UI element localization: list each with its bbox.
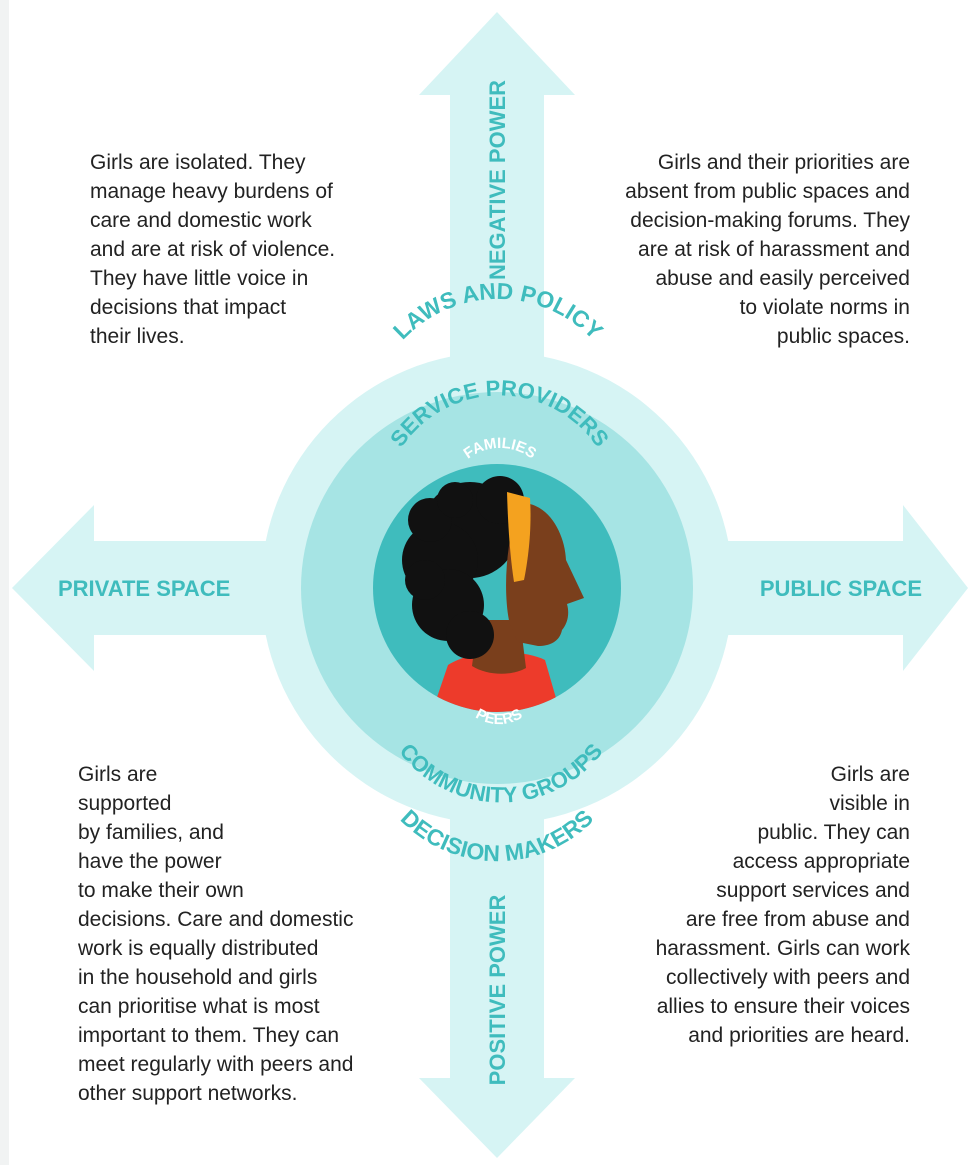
headband xyxy=(507,492,531,582)
axis-label-bottom: POSITIVE POWER xyxy=(485,895,510,1086)
axis-label-left: PRIVATE SPACE xyxy=(58,576,230,601)
quadrant-text-top-right: Girls and their priorities are absent fr… xyxy=(625,151,910,348)
quadrant-text-bottom-right: Girls are visible in public. They can ac… xyxy=(655,763,910,1047)
girl-profile-illustration xyxy=(402,476,584,712)
afro-hair xyxy=(402,476,524,659)
axis-label-top: NEGATIVE POWER xyxy=(485,80,510,280)
axis-label-right: PUBLIC SPACE xyxy=(760,576,922,601)
shirt xyxy=(432,652,560,712)
left-margin-strip xyxy=(0,0,9,1165)
quadrant-text-top-left: Girls are isolated. They manage heavy bu… xyxy=(90,151,336,348)
quadrant-text-bottom-left: Girls are supported by families, and hav… xyxy=(78,763,354,1105)
inner-bottom-label: PEERS xyxy=(473,705,525,728)
